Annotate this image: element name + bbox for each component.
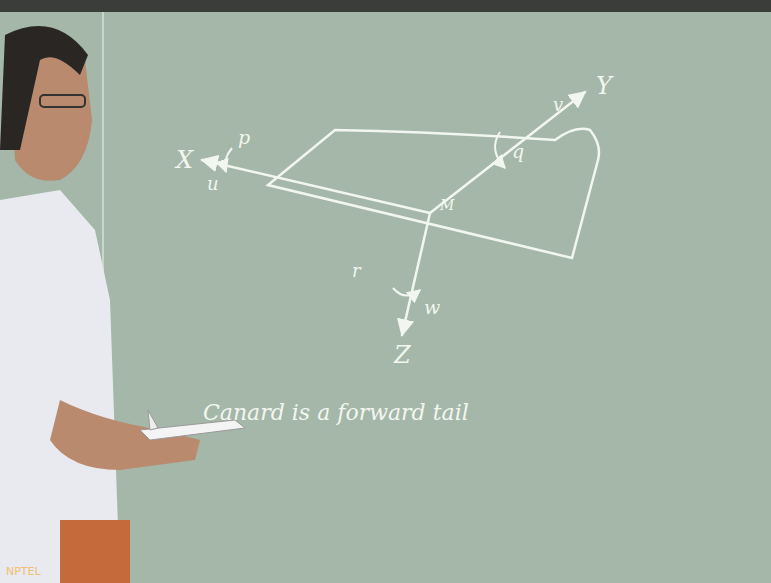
velocity-label: v xyxy=(553,96,563,114)
aircraft-outline xyxy=(268,129,599,258)
note: Canard is a forward tail xyxy=(203,402,469,424)
rate-label: p xyxy=(238,128,250,147)
body-axes xyxy=(202,92,585,335)
lecturer xyxy=(0,26,200,583)
watermark: NPTEL xyxy=(6,566,41,577)
axis-label: X xyxy=(176,148,193,172)
axis-label: Y xyxy=(596,74,612,98)
velocity-label: w xyxy=(424,298,440,317)
rate-label: q xyxy=(512,142,524,161)
velocity-label: u xyxy=(207,175,219,193)
rotation-arrows xyxy=(225,132,505,296)
moment-label: M xyxy=(440,198,454,212)
axis-label: Z xyxy=(394,343,411,367)
board-top-frame xyxy=(0,0,771,12)
rate-label: r xyxy=(352,262,361,280)
